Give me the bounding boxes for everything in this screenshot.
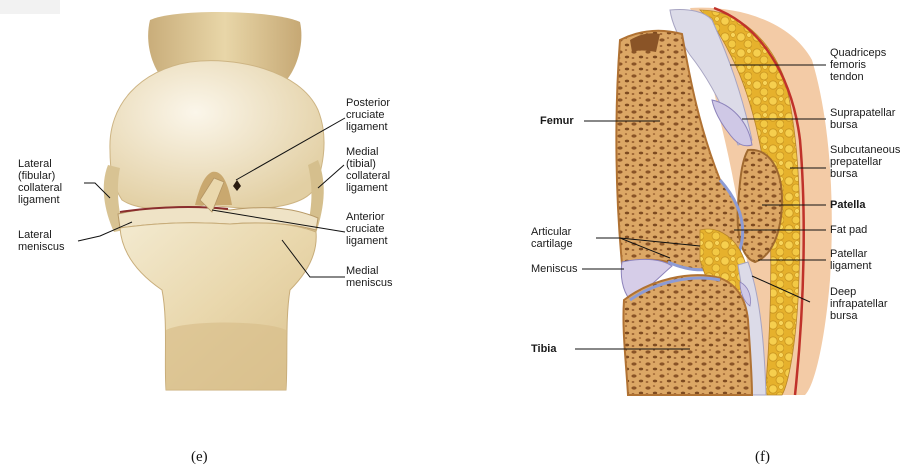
label-lateral-meniscus: Lateral meniscus	[18, 229, 64, 253]
label-medial-meniscus: Medial meniscus	[346, 265, 392, 289]
label-deep-infrapatellar-bursa: Deep infrapatellar bursa	[830, 286, 887, 322]
label-articular-cartilage: Articular cartilage	[531, 226, 573, 250]
label-posterior-cruciate-ligament: Posterior cruciate ligament	[346, 97, 390, 133]
label-tibia: Tibia	[531, 343, 556, 355]
label-femur: Femur	[540, 115, 574, 127]
label-subcutaneous-prepatellar-bursa: Subcutaneous prepatellar bursa	[830, 144, 900, 180]
label-anterior-cruciate-ligament: Anterior cruciate ligament	[346, 211, 388, 247]
tibia-shaft-shade	[166, 323, 286, 391]
label-medial-collateral-ligament: Medial (tibial) collateral ligament	[346, 146, 390, 194]
label-patellar-ligament: Patellar ligament	[830, 248, 872, 272]
label-quadriceps-femoris-tendon: Quadriceps femoris tendon	[830, 47, 886, 83]
caption-f: (f)	[755, 449, 770, 466]
caption-e: (e)	[191, 449, 208, 466]
label-lateral-collateral-ligament: Lateral (fibular) collateral ligament	[18, 158, 62, 206]
label-fat-pad: Fat pad	[830, 224, 867, 236]
label-meniscus: Meniscus	[531, 263, 577, 275]
label-patella: Patella	[830, 199, 865, 211]
label-suprapatellar-bursa: Suprapatellar bursa	[830, 107, 895, 131]
photo-edge	[0, 0, 60, 14]
